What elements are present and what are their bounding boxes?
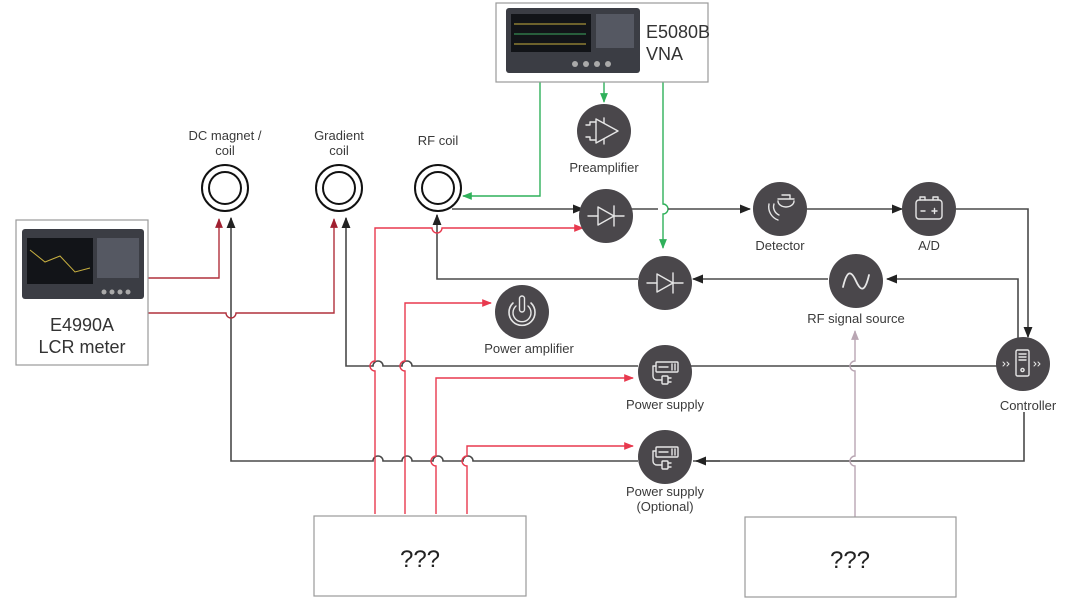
vna-device-image [506,8,640,73]
lcr-to-gradient-line [148,218,338,319]
rf-signal-source-block[interactable]: RF signal source [807,254,905,326]
detector-label: Detector [755,238,805,253]
unknown-box-label: ??? [830,547,870,574]
controller-block[interactable]: Controller [996,337,1057,413]
diode-icon [646,272,684,294]
server-icon [1002,349,1041,377]
controller-to-rf-source-line [885,274,1019,340]
unknown-to-rf-source-line [849,330,859,517]
ad-label: A/D [918,238,940,253]
power-supply-optional-block[interactable]: Power supply (Optional) [626,430,705,514]
coil-inner-ring [208,171,242,205]
diode-switch-upper[interactable] [579,189,633,243]
power-supply-opt-label: Power supply [626,484,705,499]
amplifier-icon [585,117,619,145]
controller-label: Controller [1000,398,1057,413]
vna-type: VNA [646,44,683,64]
lcr-to-dc-magnet-line [148,218,223,279]
battery-icon [915,196,943,220]
power-supply-label: Power supply [626,397,705,412]
vna-to-rf-coil-line [462,82,541,200]
power-amplifier-block[interactable]: Power amplifier [484,285,574,356]
lcr-type: LCR meter [38,337,125,357]
controller-to-dc-magnet-line [231,218,1025,462]
lcr-device-image [22,229,144,299]
coil-label: DC magnet / [189,128,262,143]
unknown-box-right[interactable]: ??? [744,516,957,598]
unknown-to-power-amp-line [399,299,492,514]
lcr-instrument[interactable]: E4990A LCR meter [15,219,149,366]
unknown-box-label: ??? [400,546,440,573]
detector-icon [768,194,795,221]
vna-model: E5080B [646,22,710,42]
lcr-model: E4990A [50,315,114,335]
power-amplifier-label: Power amplifier [484,341,574,356]
coil-inner-ring [322,171,356,205]
controller-to-gradient-line [346,218,997,367]
ad-converter-block[interactable]: A/D [902,182,956,253]
preamplifier-label: Preamplifier [569,160,639,175]
coil-rf[interactable]: RF coil [414,133,462,212]
power-supply-block[interactable]: Power supply [626,345,705,412]
coil-label: coil [329,143,349,158]
vna-instrument[interactable]: E5080B VNA [495,2,710,83]
diode-switch-lower[interactable] [638,256,692,310]
vna-to-rx-switch-line [659,82,669,249]
coil-gradient[interactable]: Gradient coil [314,128,364,212]
detector-block[interactable]: Detector [753,182,807,253]
coil-label: Gradient [314,128,364,143]
unknown-to-tx-switch-line [369,224,584,514]
sine-wave-icon [842,272,870,290]
coil-inner-ring [421,171,455,205]
coil-label: coil [215,143,235,158]
unknown-box-left[interactable]: ??? [313,515,527,597]
preamplifier-block[interactable]: Preamplifier [569,104,639,175]
connections [148,82,1033,517]
power-supply-icon [652,446,679,470]
power-icon [508,295,536,327]
rf-source-label: RF signal source [807,311,905,326]
rx-switch-to-rf-coil-line [432,213,638,280]
diode-icon [587,205,625,227]
unknown-to-power-supply-line [430,374,634,514]
ad-to-controller-line [956,208,1033,339]
power-supply-opt-sublabel: (Optional) [636,499,693,514]
unknown-to-power-supply-opt-line [461,442,634,514]
coil-dc-magnet[interactable]: DC magnet / coil [189,128,262,212]
power-supply-icon [652,361,679,385]
coil-label: RF coil [418,133,459,148]
